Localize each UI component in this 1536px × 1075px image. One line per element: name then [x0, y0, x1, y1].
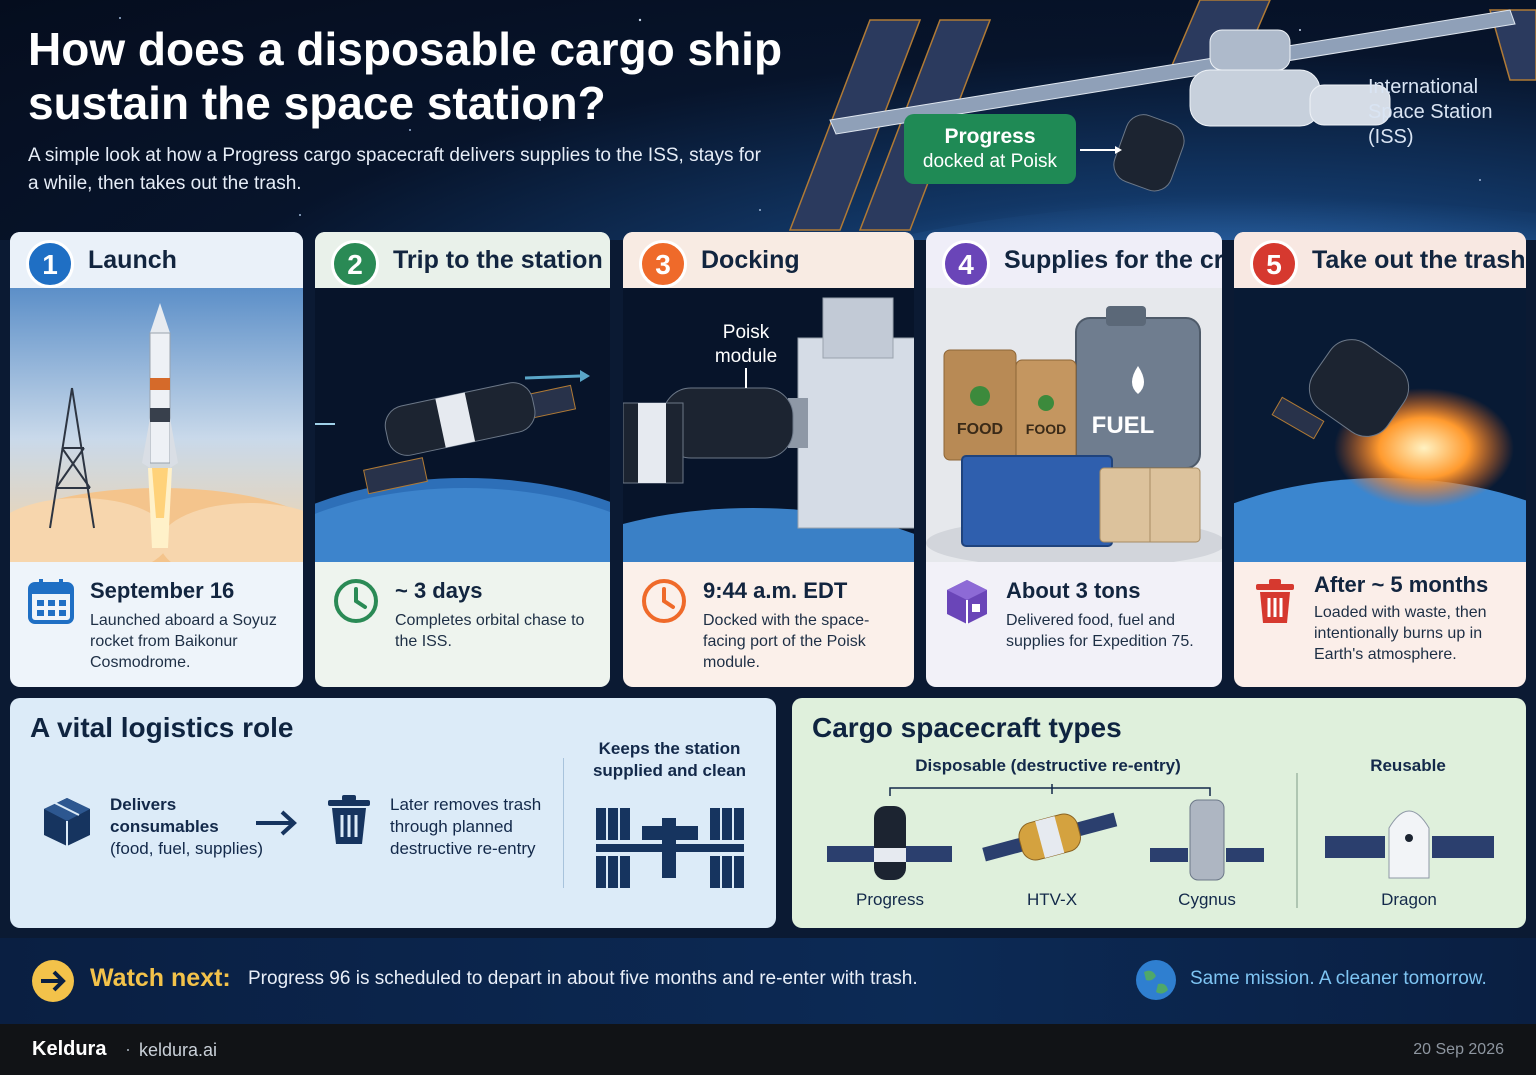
brand-url-link[interactable]: keldura.ai — [139, 1040, 218, 1060]
hero-section: How does a disposable cargo ship sustain… — [0, 0, 1536, 240]
step-body: ~ 3 days Completes orbital chase to the … — [315, 562, 610, 687]
trash-icon — [1256, 579, 1294, 623]
iss-illustration — [788, 0, 1536, 240]
logistics-panel: A vital logistics role Delivers consumab… — [10, 698, 776, 928]
craft-label-htvx: HTV-X — [1026, 890, 1078, 909]
progress-craft-icon — [827, 806, 952, 880]
arrow-circle-icon — [32, 960, 74, 1002]
step-description: Loaded with waste, then intentionally bu… — [1314, 604, 1487, 663]
htvx-craft-icon — [982, 812, 1118, 862]
step-card-supplies: 4 Supplies for the crew FUEL FOOD FOOD — [926, 232, 1222, 687]
step-body: After ~ 5 months Loaded with waste, then… — [1234, 562, 1526, 687]
tagline: Same mission. A cleaner tomorrow. — [1190, 968, 1487, 989]
step-body: About 3 tons Delivered food, fuel and su… — [926, 562, 1222, 687]
step-number-badge: 4 — [942, 240, 990, 288]
step-card-launch: 1 Launch — [10, 232, 303, 687]
step-title: Trip to the station — [393, 246, 603, 274]
poisk-label-line2: module — [715, 346, 777, 367]
step-body: 9:44 a.m. EDT Docked with the space-faci… — [623, 562, 914, 687]
cygnus-craft-icon — [1150, 799, 1264, 881]
box-icon — [44, 798, 90, 846]
reentry-illustration — [1234, 288, 1526, 562]
watch-next-text: Progress 96 is scheduled to depart in ab… — [248, 968, 918, 989]
dragon-craft-icon — [1325, 810, 1494, 879]
step-body: September 16 Launched aboard a Soyuz roc… — [10, 562, 303, 687]
watch-next-banner: Watch next: Progress 96 is scheduled to … — [0, 938, 1536, 1024]
watch-next-label: Watch next: — [90, 964, 231, 992]
iss-silhouette-icon — [596, 808, 744, 888]
step-card-docking: 3 Docking Poisk module 9:44 a.m. EDT Doc… — [623, 232, 914, 687]
cargo-types-panel: Cargo spacecraft types Disposable (destr… — [792, 698, 1526, 928]
starfield-background — [119, 17, 1481, 216]
cargo-heading: Cargo spacecraft types — [812, 712, 1122, 743]
step-stat: About 3 tons — [1006, 578, 1141, 603]
calendar-icon — [28, 579, 74, 624]
delivers-bold: Delivers consumables — [110, 795, 219, 836]
page-subtitle: A simple look at how a Progress cargo sp… — [28, 145, 761, 194]
right-arrow-icon — [256, 810, 297, 836]
step-title: Launch — [88, 246, 177, 274]
iss-label: International Space Station (ISS) — [1368, 76, 1493, 148]
removes-text: Later removes trash through planned dest… — [390, 795, 542, 858]
step-number-badge: 1 — [26, 240, 74, 288]
logistics-heading: A vital logistics role — [30, 712, 294, 743]
step-number-badge: 5 — [1250, 240, 1298, 288]
fuel-label: FUEL — [1092, 412, 1155, 439]
step-number-badge: 3 — [639, 240, 687, 288]
step-header: 3 Docking — [623, 232, 914, 288]
delivers-text: Delivers consumables (food, fuel, suppli… — [110, 794, 270, 860]
food-label: FOOD — [957, 421, 1003, 438]
step-header: 5 Take out the trash — [1234, 232, 1526, 288]
globe-icon — [1136, 960, 1176, 1000]
launch-illustration — [10, 288, 303, 562]
step-header: 2 Trip to the station — [315, 232, 610, 288]
step-description: Delivered food, fuel and supplies for Ex… — [1006, 612, 1194, 650]
brand-separator: · — [125, 1039, 131, 1059]
step-description: Docked with the space-facing port of the… — [703, 612, 870, 671]
panel-divider — [563, 758, 564, 888]
keeps-text: Keeps the station supplied and clean — [592, 739, 747, 780]
step-header: 4 Supplies for the crew — [926, 232, 1222, 288]
callout-subtitle: docked at Poisk — [922, 151, 1058, 172]
reusable-label: Reusable — [1370, 756, 1446, 775]
step-description: Launched aboard a Soyuz rocket from Baik… — [90, 612, 277, 671]
brand-logo: Keldura — [32, 1038, 107, 1060]
cube-icon — [947, 580, 987, 624]
clock-icon — [334, 579, 378, 623]
supplies-illustration: FUEL FOOD FOOD — [926, 288, 1222, 562]
step-stat: After ~ 5 months — [1314, 572, 1489, 597]
step-card-trash: 5 Take out the trash After ~ 5 months Lo… — [1234, 232, 1526, 687]
disposable-label: Disposable (destructive re-entry) — [915, 756, 1181, 775]
page-title: How does a disposable cargo ship sustain… — [28, 23, 783, 129]
clock-icon — [642, 579, 686, 623]
step-title: Take out the trash — [1312, 246, 1526, 274]
step-stat: September 16 — [90, 578, 235, 603]
craft-label-cygnus: Cygnus — [1178, 890, 1236, 909]
step-number-badge: 2 — [331, 240, 379, 288]
footer: Keldura · keldura.ai 20 Sep 2026 — [0, 1024, 1536, 1075]
step-description: Completes orbital chase to the ISS. — [395, 612, 585, 650]
step-title: Supplies for the crew — [1004, 246, 1222, 274]
step-title: Docking — [701, 246, 800, 274]
orbit-chase-illustration — [315, 288, 610, 562]
callout-title: Progress — [944, 125, 1036, 148]
poisk-label-line1: Poisk — [723, 322, 770, 343]
step-header: 1 Launch — [10, 232, 303, 288]
trash-icon — [328, 795, 370, 844]
step-stat: ~ 3 days — [395, 578, 483, 603]
publish-date: 20 Sep 2026 — [1413, 1041, 1504, 1058]
step-stat: 9:44 a.m. EDT — [703, 578, 848, 603]
food-label-2: FOOD — [1026, 421, 1066, 437]
cargo-illustrations — [827, 773, 1494, 908]
step-card-trip: 2 Trip to the station ~ 3 days Completes… — [315, 232, 610, 687]
docked-callout: Progress docked at Poisk — [904, 114, 1076, 184]
docking-illustration: Poisk module — [623, 288, 914, 562]
craft-label-dragon: Dragon — [1381, 890, 1437, 909]
craft-label-progress: Progress — [855, 890, 925, 909]
delivers-detail: (food, fuel, supplies) — [110, 839, 264, 858]
